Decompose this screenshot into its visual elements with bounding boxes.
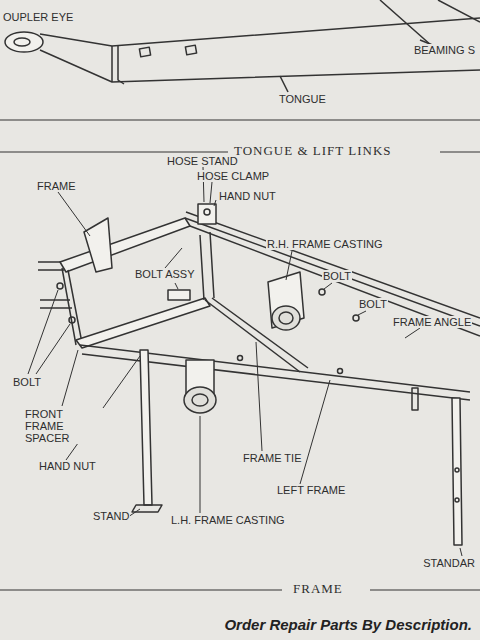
part-label: HAND NUT	[38, 460, 97, 472]
section-header: FRAME	[292, 583, 344, 595]
part-label: HOSE CLAMP	[196, 170, 270, 182]
part-label: BOLT	[322, 270, 352, 282]
part-label: STANDAR	[422, 557, 476, 569]
part-label: BOLT	[12, 376, 42, 388]
part-label: FRAME ANGLE	[392, 316, 472, 328]
section-header: TONGUE & LIFT LINKS	[233, 145, 393, 157]
part-label: R.H. FRAME CASTING	[266, 238, 384, 250]
part-label: LEFT FRAME	[276, 484, 346, 496]
part-label: FRAME TIE	[242, 452, 302, 464]
caption: Order Repair Parts By Description.	[224, 616, 472, 633]
part-label: BOLT	[358, 298, 388, 310]
part-label: HAND NUT	[218, 190, 277, 202]
part-label: L.H. FRAME CASTING	[170, 514, 286, 526]
part-label: TONGUE	[278, 93, 327, 105]
part-label: OUPLER EYE	[2, 11, 74, 23]
part-label: BOLT ASSY	[134, 268, 196, 280]
part-label: HOSE STAND	[166, 155, 239, 167]
part-label: STAND	[92, 510, 130, 522]
part-label: FRONT FRAME SPACER	[24, 408, 104, 444]
part-label: BEAMING S	[413, 44, 476, 56]
part-label: FRAME	[36, 180, 77, 192]
